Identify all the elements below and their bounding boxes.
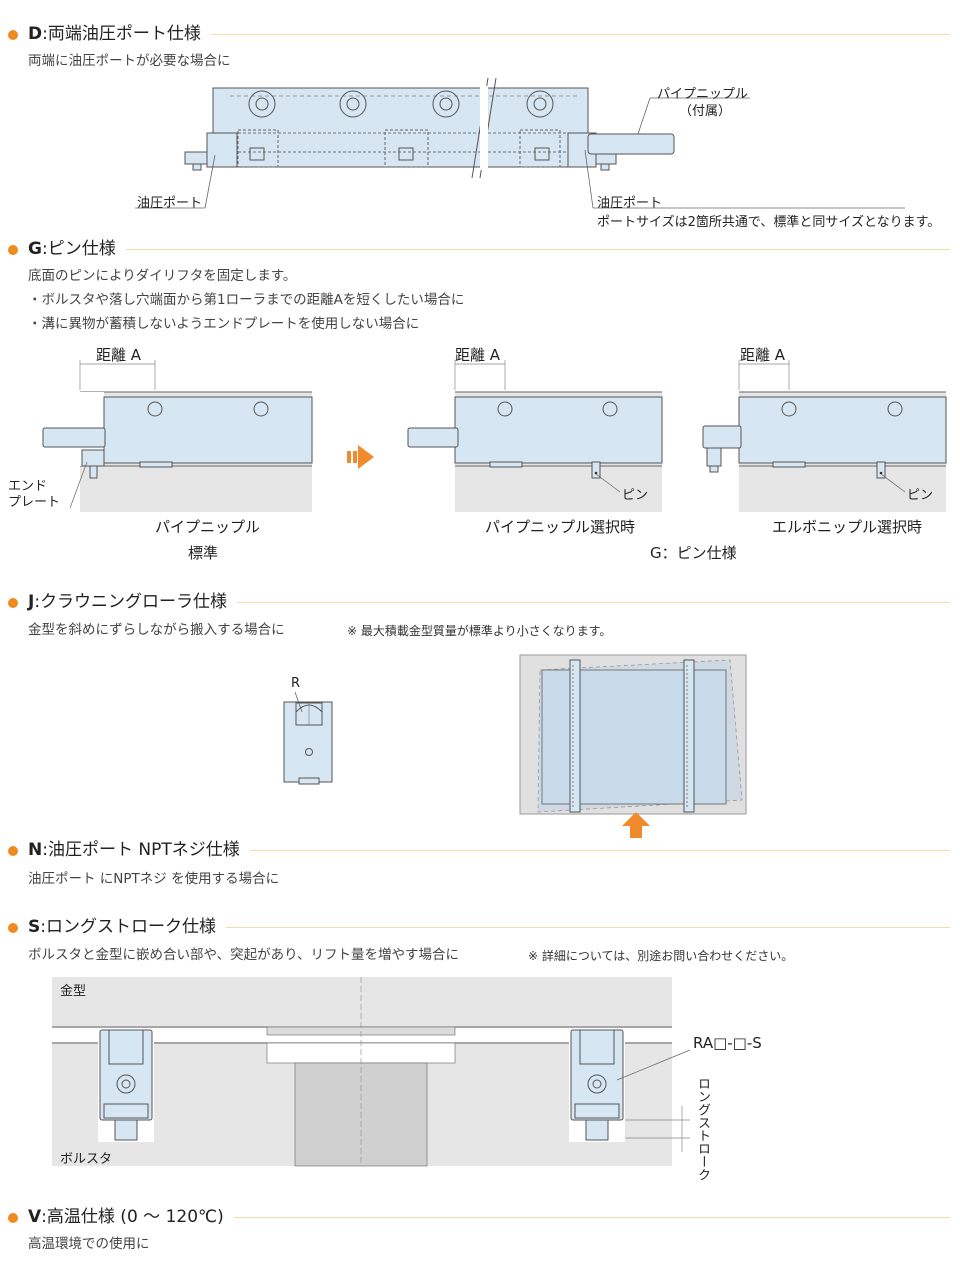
section-code: N — [28, 840, 43, 860]
section-n-description: 油圧ポート にNPTネジ を使用する場合に — [28, 871, 280, 887]
section-title: 両端油圧ポート仕様 — [47, 24, 201, 44]
section-title: クラウニングローラ仕様 — [40, 592, 228, 612]
orange-dot-icon — [8, 1213, 18, 1223]
section-code: S — [28, 917, 41, 937]
distance-a-label: 距離 A — [96, 346, 142, 364]
pin-spec-diagram — [42, 360, 947, 512]
section-g-desc-2: ・ボルスタや落し穴端面から第1ローラまでの距離Aを短くしたい場合に — [28, 292, 465, 308]
section-j-heading: J:クラウニングローラ仕様 — [6, 590, 950, 616]
section-j-description: 金型を斜めにずらしながら搬入する場合に — [28, 622, 285, 638]
double-port-diagram — [135, 77, 905, 209]
orange-arrow-icon — [622, 812, 650, 838]
die-label: 金型 — [60, 984, 87, 999]
pipe-nipple-label: パイプニップル — [657, 87, 749, 102]
section-code: G — [28, 239, 42, 259]
section-d-description: 両端に油圧ポートが必要な場合に — [28, 53, 231, 69]
orange-dot-icon — [8, 598, 18, 608]
caption-standard: 標準 — [188, 544, 219, 562]
pin-label: ピン — [907, 488, 934, 503]
section-title: ロングストローク仕様 — [45, 917, 216, 937]
section-title: 高温仕様 (0 ～ 120℃) — [46, 1207, 224, 1227]
section-n-heading: N:油圧ポート NPTネジ仕様 — [6, 838, 950, 864]
section-s-description: ボルスタと金型に嵌め合い部や、突起があり、リフト量を増やす場合に — [28, 947, 460, 963]
orange-dot-icon — [8, 245, 18, 255]
section-code: V — [28, 1207, 42, 1227]
long-stroke-diagram — [52, 977, 691, 1167]
crowning-roller-diagram — [283, 654, 747, 838]
radius-label: R — [291, 676, 301, 691]
end-plate-label: エンド — [8, 479, 48, 494]
caption-pipe-nipple: パイプニップル選択時 — [485, 518, 636, 536]
orange-dot-icon — [8, 923, 18, 933]
section-s-note: ※ 詳細については、別途お問い合わせください。 — [528, 949, 794, 963]
orange-arrow-icon — [358, 445, 374, 469]
section-title: 油圧ポート NPTネジ仕様 — [47, 840, 240, 860]
section-divider — [28, 34, 950, 35]
section-g-desc-3: ・溝に異物が蓄積しないようエンドプレートを使用しない場合に — [28, 316, 420, 332]
section-code: D — [28, 24, 43, 44]
section-code: J — [28, 592, 35, 612]
orange-dot-icon — [8, 846, 18, 856]
supplied-label: （付属） — [679, 104, 732, 119]
model-label: RA□-□-S — [693, 1034, 762, 1052]
port-size-note: ポートサイズは2箇所共通で、標準と同サイズとなります。 — [597, 215, 941, 230]
distance-a-label: 距離 A — [740, 346, 786, 364]
bolster-label: ボルスタ — [60, 1152, 113, 1167]
caption-standard-nipple: パイプニップル — [155, 518, 261, 536]
section-divider — [28, 602, 950, 603]
section-g-desc-1: 底面のピンによりダイリフタを固定します。 — [28, 268, 297, 284]
pin-label: ピン — [622, 488, 649, 503]
section-v-description: 高温環境での使用に — [28, 1236, 150, 1252]
caption-elbow-nipple: エルボニップル選択時 — [772, 518, 923, 536]
section-divider — [28, 850, 950, 851]
section-divider — [28, 249, 950, 250]
port-right-label: 油圧ポート — [597, 196, 663, 211]
section-j-note: ※ 最大積載金型質量が標準より小さくなります。 — [347, 624, 612, 638]
section-g-heading: G:ピン仕様 — [6, 237, 950, 263]
port-left-label: 油圧ポート — [137, 196, 203, 211]
section-s-heading: S:ロングストローク仕様 — [6, 915, 950, 941]
distance-a-label: 距離 A — [455, 346, 501, 364]
section-title: ピン仕様 — [47, 239, 116, 259]
section-divider — [28, 1217, 950, 1218]
long-stroke-label: ロングストローク — [695, 1077, 710, 1181]
section-divider — [28, 927, 950, 928]
caption-pin-spec: G：ピン仕様 — [650, 544, 737, 562]
orange-dot-icon — [8, 30, 18, 40]
end-plate-label: プレート — [8, 495, 61, 510]
section-v-heading: V:高温仕様 (0 ～ 120℃) — [6, 1205, 950, 1231]
section-d-heading: D:両端油圧ポート仕様 — [6, 22, 950, 48]
